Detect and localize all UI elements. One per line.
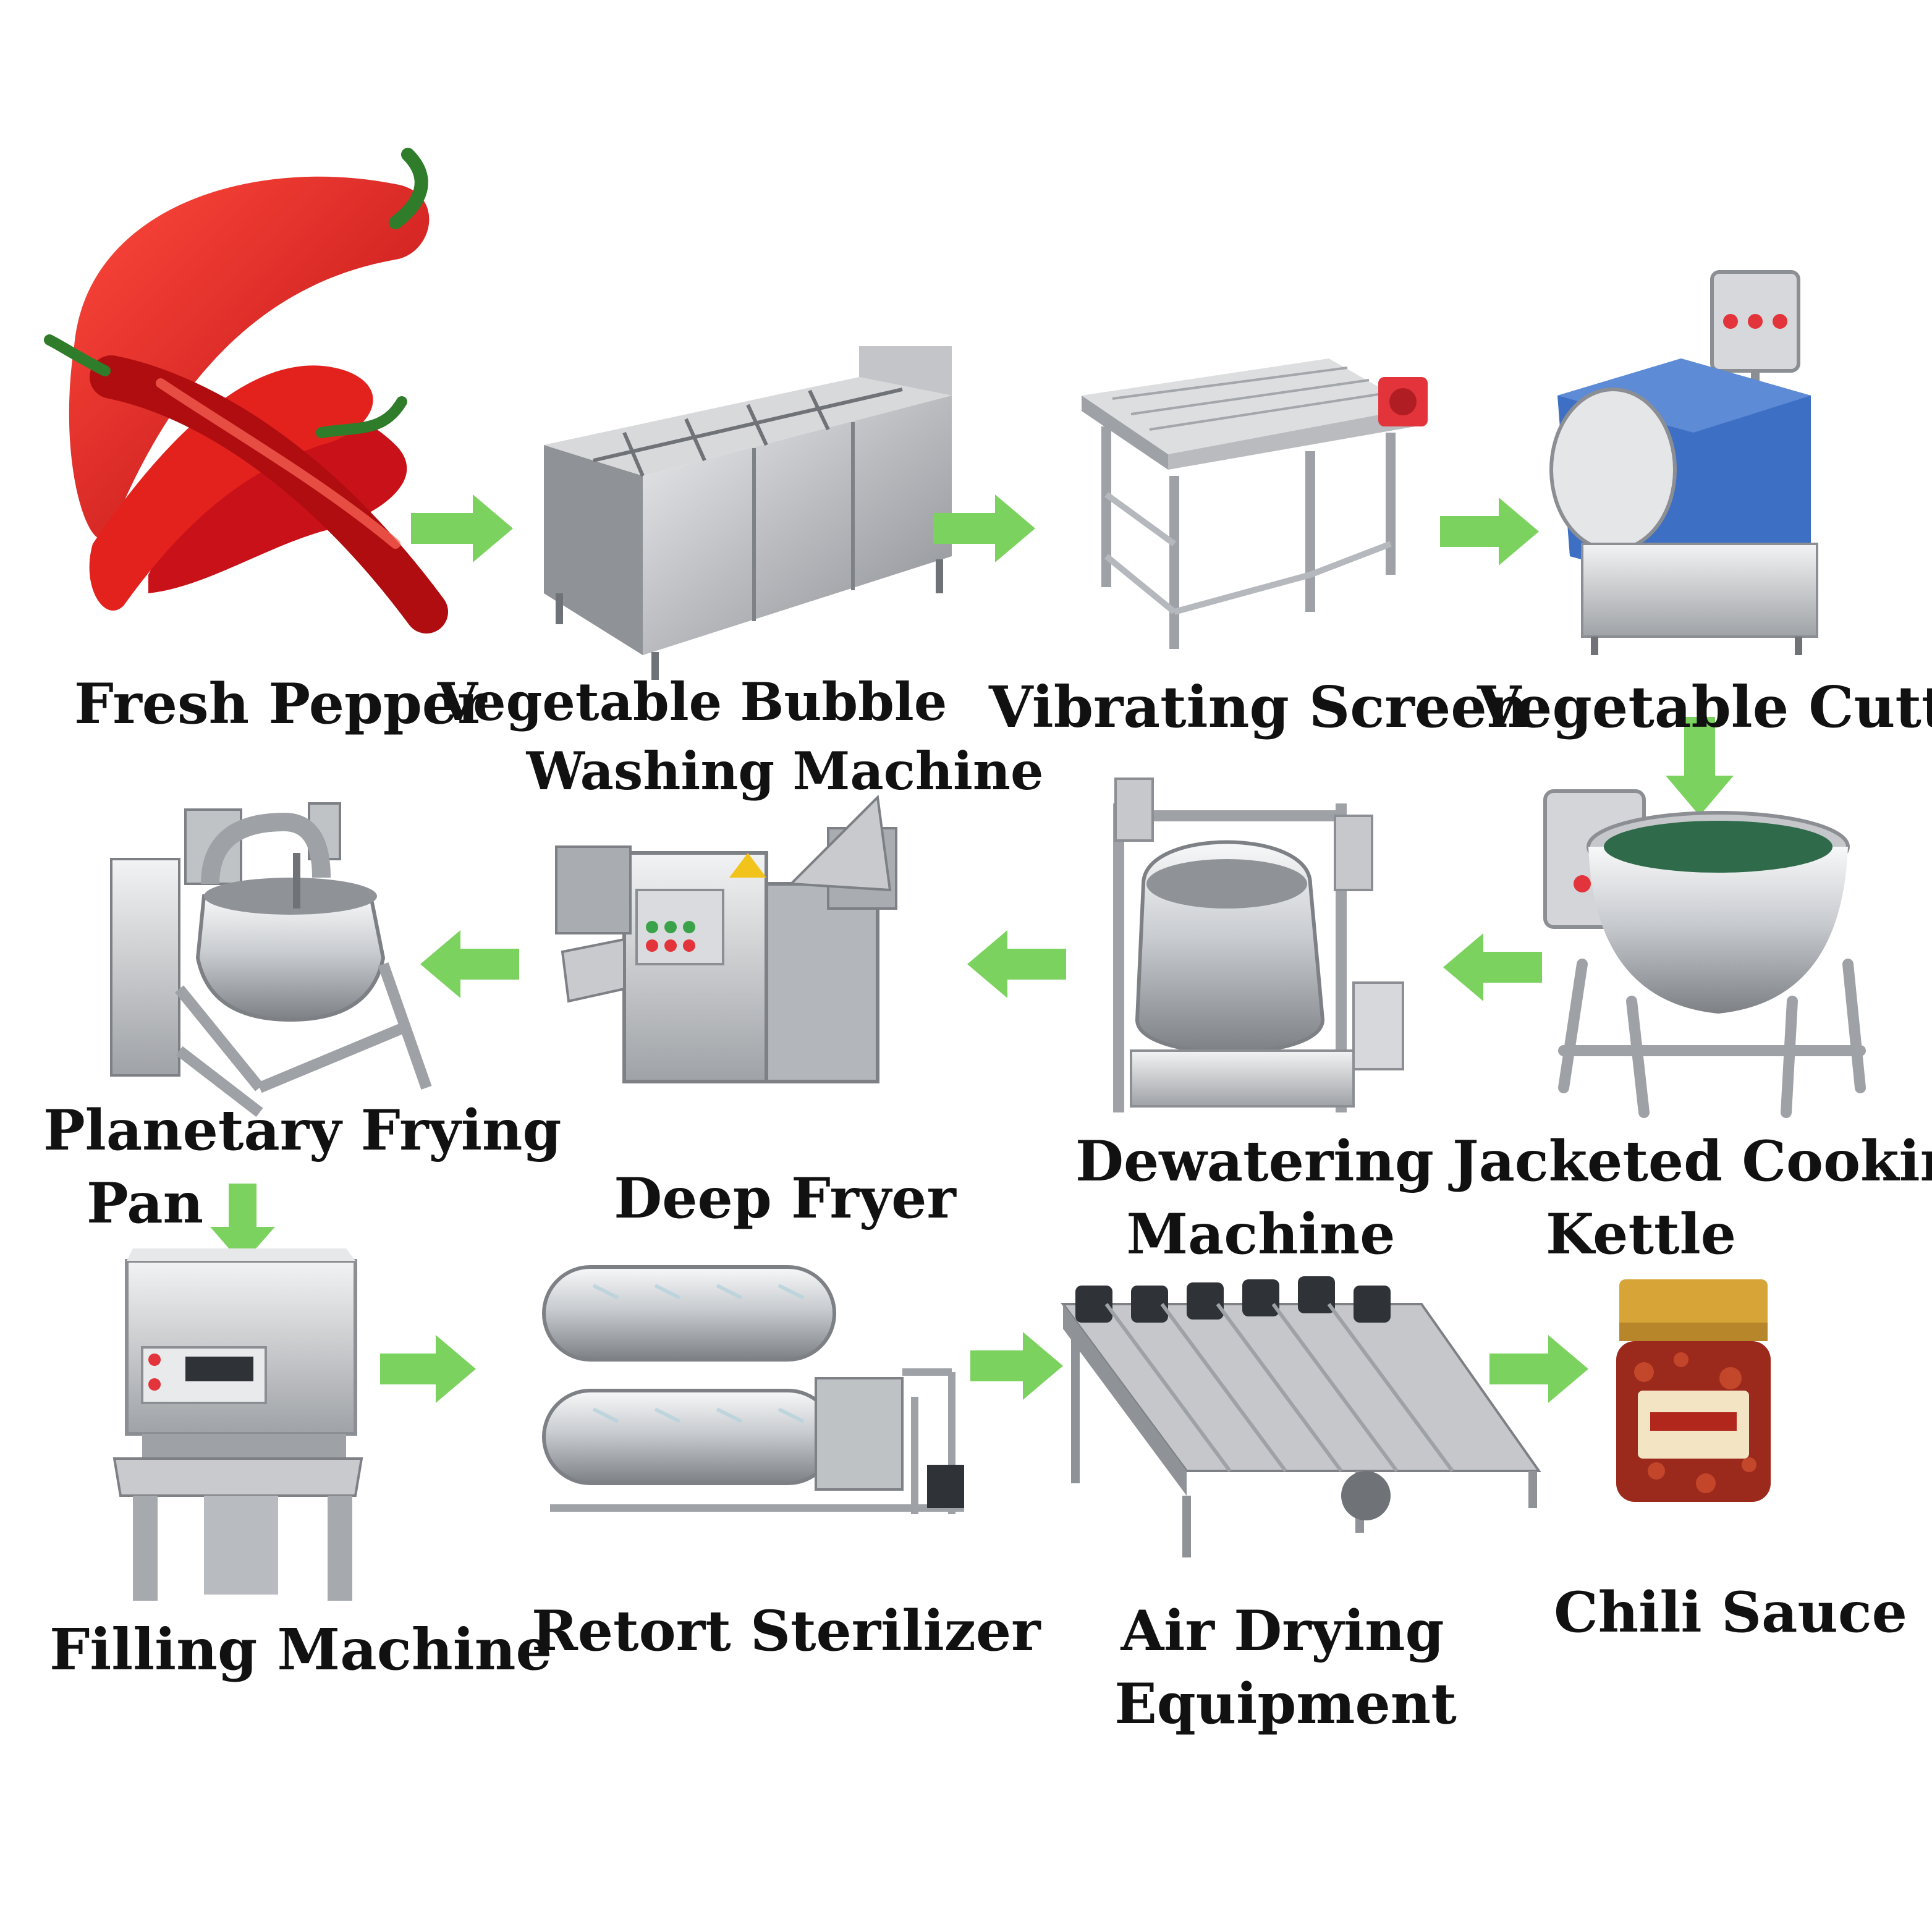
flow-arrow — [411, 494, 513, 562]
pepper-icon — [44, 148, 448, 633]
step-label-dewatering-machine: Dewatering Machine — [1075, 1129, 1434, 1267]
flow-arrow — [1666, 717, 1734, 816]
air-drying-icon — [1061, 1276, 1541, 1557]
step-label-retort-sterilizer: Retort Sterilizer — [532, 1598, 1041, 1664]
flow-arrow — [970, 1332, 1063, 1400]
filling-machine-icon — [112, 1248, 363, 1601]
step-label-bubble-washer: Vegetable Bubble Washing Machine — [437, 671, 1044, 802]
step-label-filling-machine: Filling Machine — [49, 1616, 553, 1683]
deep-fryer-icon — [555, 794, 897, 1083]
step-label-jacketed-kettle: Jacketed Cooking Kettle — [1452, 1129, 1932, 1267]
flow-arrow — [1489, 1335, 1588, 1403]
flow-arrow — [1440, 498, 1539, 566]
flow-arrow — [933, 494, 1035, 562]
step-label-vibrating-screen: Vibrating Screen — [989, 674, 1528, 740]
bubble-washer-icon — [544, 346, 952, 680]
flow-arrow — [380, 1335, 476, 1403]
retort-sterilizer-icon — [542, 1265, 964, 1514]
step-label-planetary-pan: Planetary Frying Pan — [43, 1098, 562, 1236]
chili-sauce-jar-icon — [1616, 1279, 1771, 1502]
step-label-chili-sauce: Chili Sauce — [1554, 1580, 1907, 1645]
vibrating-screen-icon — [1082, 358, 1428, 649]
step-label-deep-fryer: Deep Fryer — [614, 1166, 956, 1231]
planetary-pan-icon — [110, 802, 432, 1117]
flow-arrow — [1443, 933, 1542, 1001]
flow-arrow — [967, 930, 1066, 998]
vegetable-cutter-icon — [1549, 270, 1818, 655]
step-label-air-drying: Air Drying Equipment — [1114, 1598, 1457, 1737]
flow-arrow — [420, 930, 519, 998]
step-label-fresh-pepper: Fresh Pepper — [74, 671, 487, 737]
step-label-vegetable-cutter: Vegetable Cutter — [1477, 674, 1932, 740]
flow-arrow — [210, 1184, 275, 1264]
jacketed-kettle-icon — [1543, 789, 1866, 1118]
dewatering-machine-icon — [1113, 777, 1404, 1112]
